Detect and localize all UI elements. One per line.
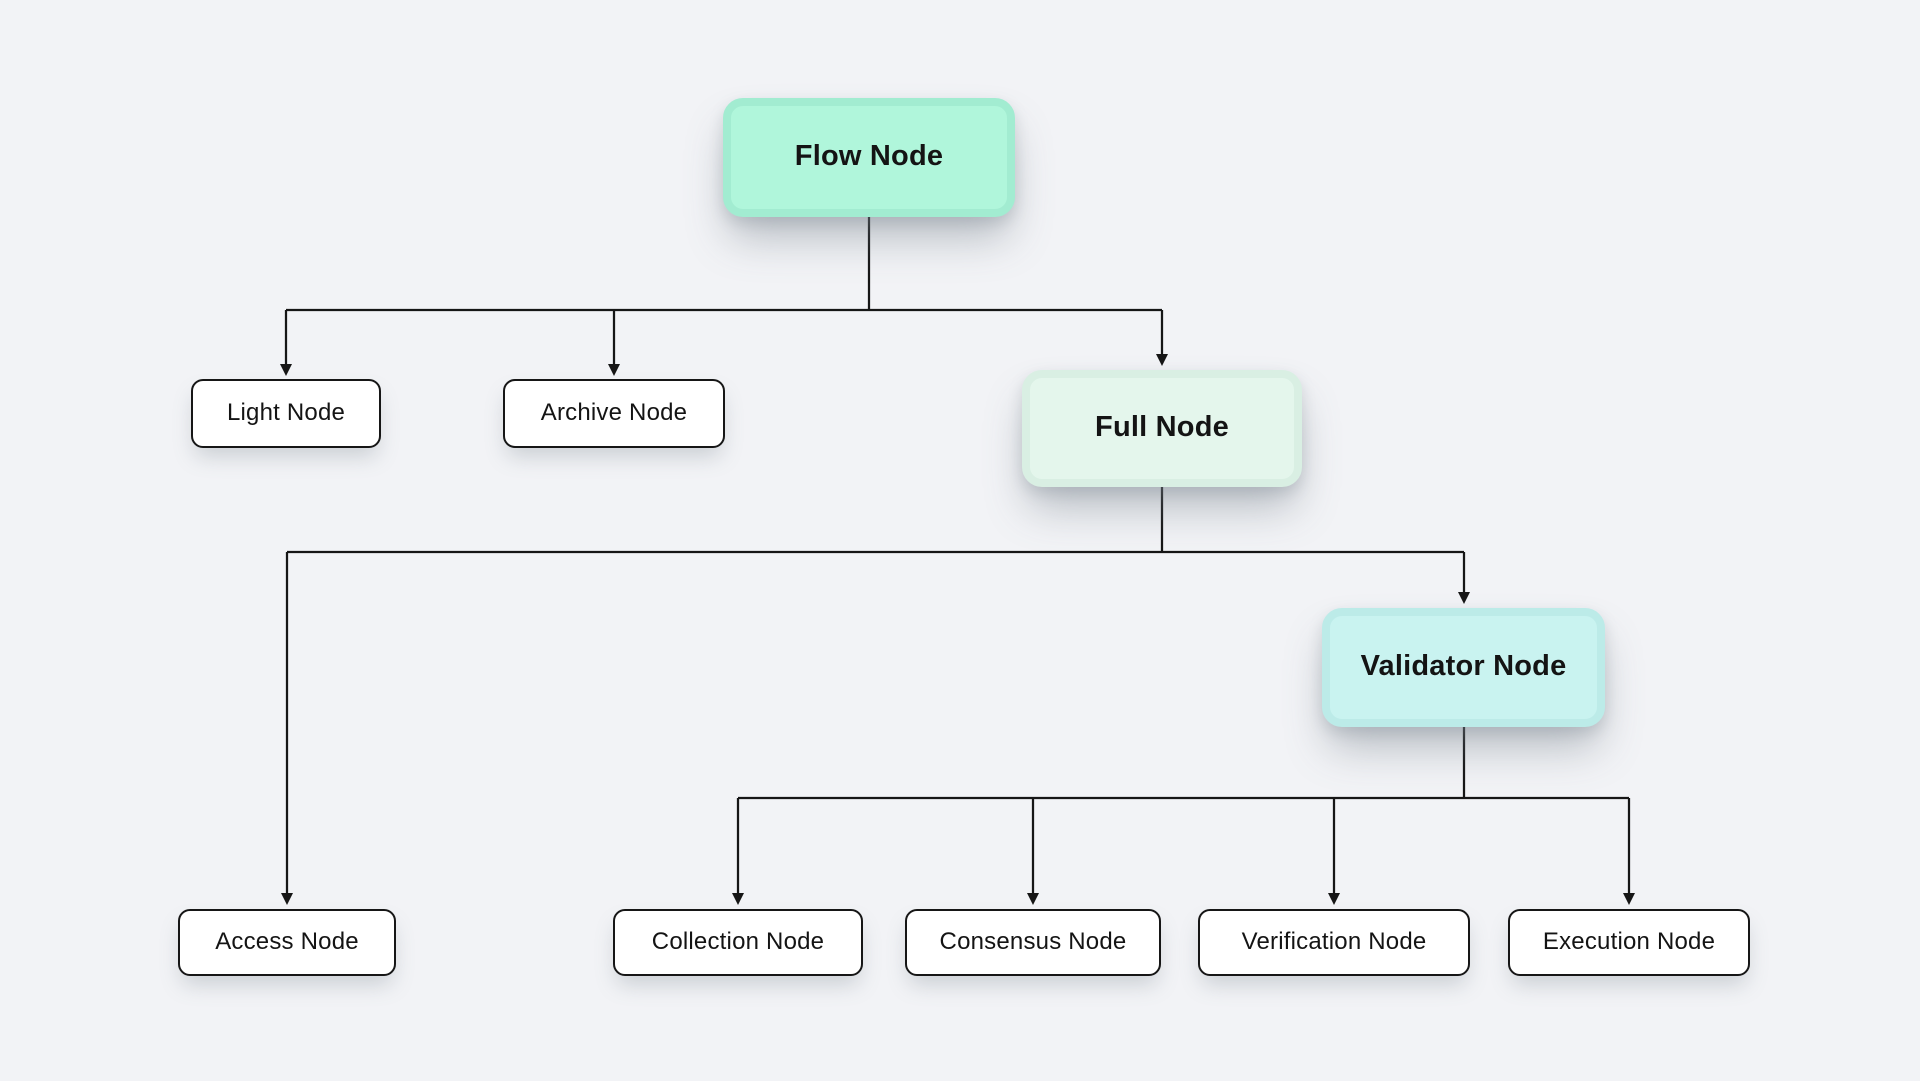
node-execution-label: Execution Node [1542, 927, 1716, 955]
node-access: Access Node [178, 909, 396, 976]
node-flow: Flow Node [723, 98, 1015, 217]
node-consensus: Consensus Node [905, 909, 1161, 976]
node-flow-label: Flow Node [794, 140, 944, 172]
node-access-label: Access Node [215, 927, 359, 955]
node-collection: Collection Node [613, 909, 863, 976]
node-execution: Execution Node [1508, 909, 1750, 976]
node-full-label: Full Node [1095, 411, 1229, 443]
node-verification-label: Verification Node [1241, 927, 1427, 955]
node-validator-label: Validator Node [1360, 650, 1567, 682]
node-archive: Archive Node [503, 379, 725, 448]
node-validator: Validator Node [1322, 608, 1605, 727]
node-verification: Verification Node [1198, 909, 1470, 976]
node-collection-label: Collection Node [651, 927, 825, 955]
node-archive-label: Archive Node [540, 398, 688, 426]
node-light-label: Light Node [226, 398, 346, 426]
node-light: Light Node [191, 379, 381, 448]
node-consensus-label: Consensus Node [939, 927, 1127, 955]
node-full: Full Node [1022, 370, 1302, 487]
